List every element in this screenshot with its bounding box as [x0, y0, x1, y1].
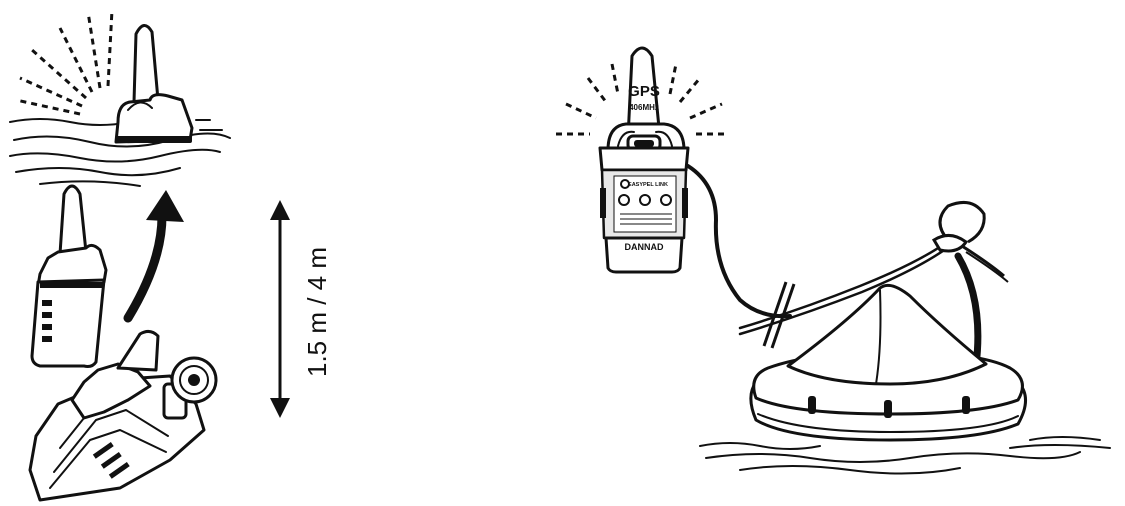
floating-beacon	[116, 25, 192, 143]
frequency-text: 406MHz	[629, 103, 659, 112]
liferaft	[751, 285, 1026, 440]
depth-dimension: 1.5 m / 4 m	[270, 200, 332, 418]
bottom-text: DANNAD	[625, 242, 664, 252]
bowline-knot	[934, 202, 1008, 282]
release-arrow	[128, 190, 184, 318]
water-surface-right	[700, 437, 1110, 474]
released-beacon	[32, 186, 106, 367]
epirb-beacon: GPS 406MHz EASYPEL LINK	[600, 48, 688, 272]
transmit-rays-left	[16, 10, 112, 114]
depth-label: 1.5 m / 4 m	[302, 247, 332, 377]
gps-text: GPS	[628, 83, 660, 100]
liferaft-tether-scene: GPS 406MHz EASYPEL LINK	[556, 48, 1110, 474]
brand-text: EASYPEL LINK	[628, 182, 668, 188]
float-free-sequence: 1.5 m / 4 m	[10, 10, 332, 500]
beacon-label-panel: EASYPEL LINK	[614, 176, 676, 232]
